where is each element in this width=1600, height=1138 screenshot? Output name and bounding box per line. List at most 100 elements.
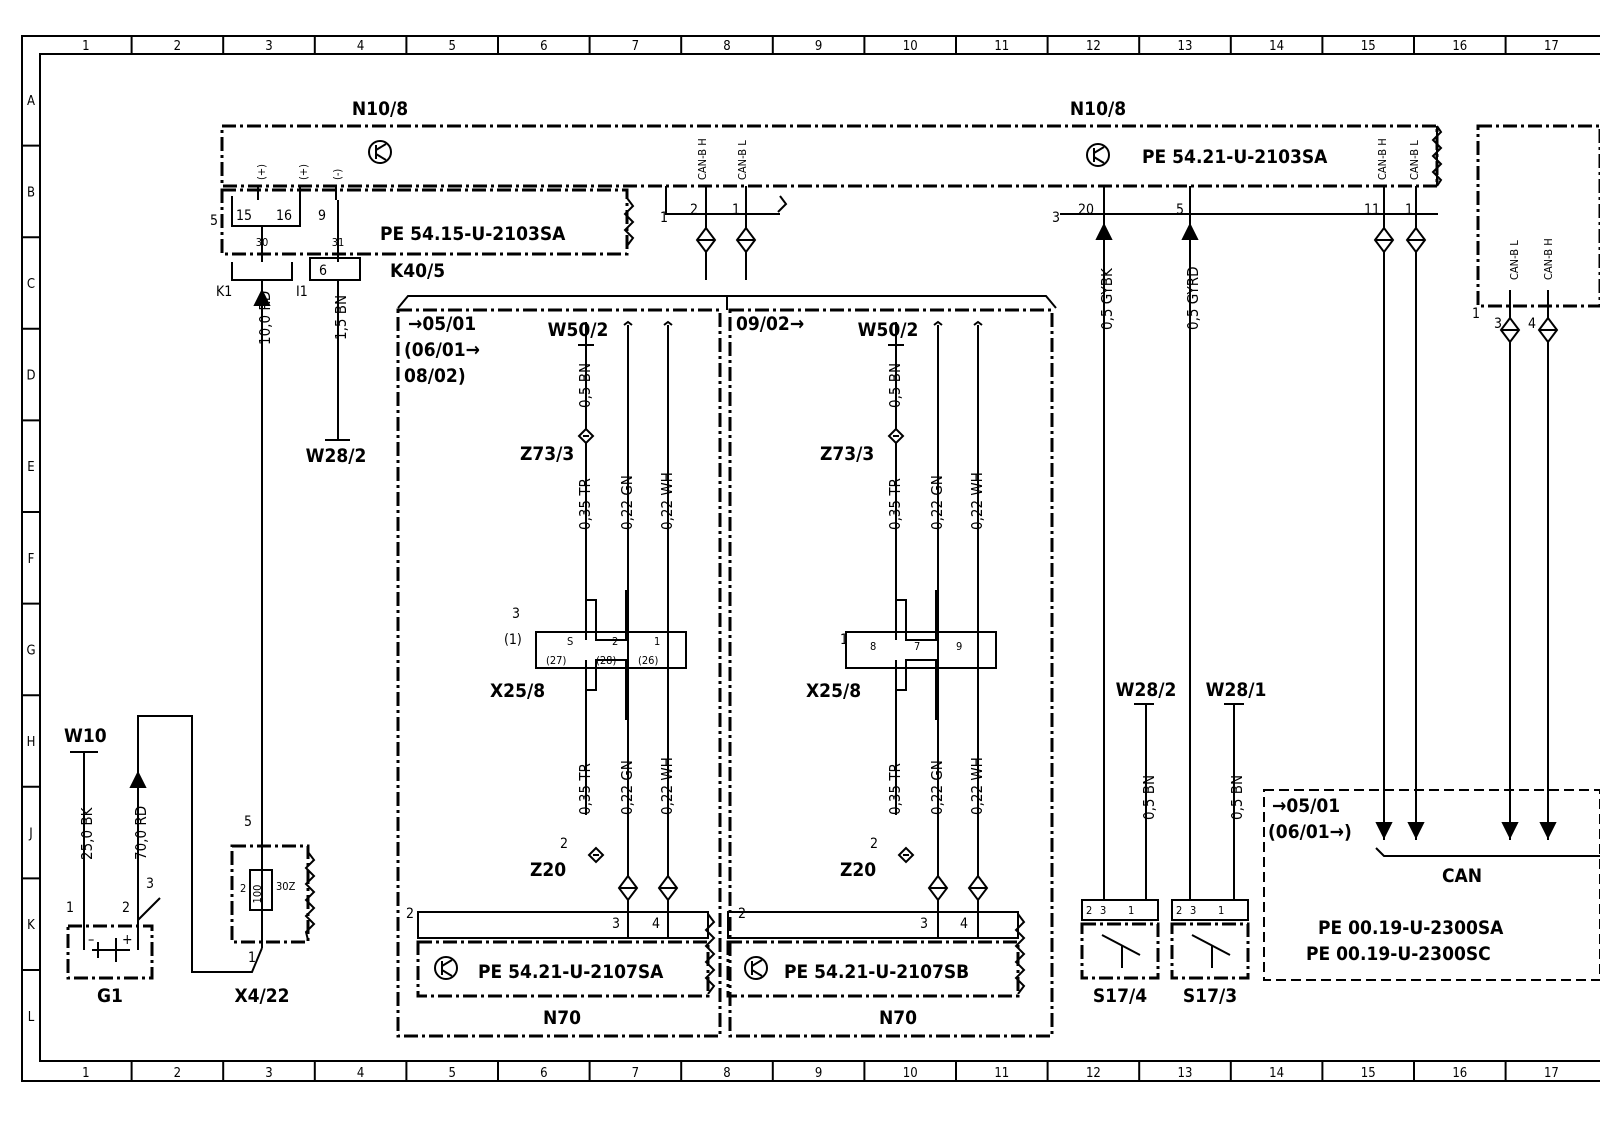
pin-1-g1: 1	[66, 900, 74, 916]
pin-plus-1: (+)	[255, 164, 268, 180]
row-letter: J	[28, 827, 32, 842]
col-number-top: 6	[540, 39, 547, 54]
date-range-left-b: (06/01→	[404, 339, 480, 361]
wire-1-5-bn: 1,5 BN	[332, 295, 350, 340]
wire-0-35-tr-a2: 0,35 TR	[576, 763, 594, 815]
pin-2-n70b: 2	[738, 906, 746, 922]
col-number-bottom: 11	[994, 1066, 1009, 1081]
pin-4-n70a: 4	[652, 916, 660, 932]
fuse-100: 100	[251, 885, 264, 904]
col-number-bottom: 12	[1086, 1066, 1101, 1081]
col-number-bottom: 7	[632, 1066, 639, 1081]
pin-3-r: 3	[1052, 210, 1060, 226]
wire-70-0-rd: 70,0 RD	[132, 806, 150, 860]
wire-10-0-rd: 10,0 RD	[256, 291, 274, 345]
ref-pe-00-19-2300sa: PE 00.19-U-2300SA	[1318, 917, 1504, 939]
pin-i1: I1	[296, 284, 308, 300]
pin-2-x25a: 2	[612, 635, 618, 648]
col-number-bottom: 15	[1361, 1066, 1376, 1081]
pin-plus-2: (+)	[297, 164, 310, 180]
pin-5: 5	[210, 213, 218, 229]
col-number-top: 15	[1361, 39, 1376, 54]
g1-label: G1	[97, 985, 123, 1007]
col-number-bottom: 3	[265, 1066, 272, 1081]
pin-26: (26)	[638, 654, 658, 667]
col-number-bottom: 16	[1452, 1066, 1467, 1081]
w50-2-label-b: W50/2	[858, 319, 919, 341]
col-number-top: 3	[265, 39, 272, 54]
pin-1-fr: 1	[1472, 306, 1480, 322]
row-letter: E	[27, 460, 34, 475]
pin-7-x25b: 7	[914, 640, 920, 653]
date-range-right-a: →05/01	[1272, 795, 1340, 817]
col-number-top: 17	[1544, 39, 1559, 54]
pin-3-g1: 3	[146, 876, 154, 892]
pin-1-b: 1	[732, 202, 740, 218]
wire-gybk: 0,5 GYBK	[1098, 267, 1116, 330]
wire-0-35-tr-b1: 0,35 TR	[886, 478, 904, 530]
battery-plus: +	[122, 932, 133, 948]
wire-0-5-bn-s17-3: 0,5 BN	[1228, 775, 1246, 820]
k40-5-label: K40/5	[390, 260, 445, 282]
pin-3-s17-3: 3	[1190, 904, 1196, 917]
ref-pe-54-15-2103sa: PE 54.15-U-2103SA	[380, 223, 566, 245]
date-range-right-b: (06/01→)	[1268, 821, 1352, 843]
wire-0-22-wh-a1: 0,22 WH	[658, 472, 676, 530]
pin-2-x4: 2	[240, 882, 246, 895]
date-range-left-a: →05/01	[408, 313, 476, 335]
col-number-bottom: 6	[540, 1066, 547, 1081]
wire-0-22-gn-b2: 0,22 GN	[928, 760, 946, 815]
z20-label-a: Z20	[530, 859, 566, 881]
pin-9-x25b: 9	[956, 640, 962, 653]
pin-11: 11	[1364, 202, 1380, 218]
ref-pe-2107sa: PE 54.21-U-2107SA	[478, 961, 664, 983]
pin-2-g1: 2	[122, 900, 130, 916]
wire-0-22-wh-b2: 0,22 WH	[968, 757, 986, 815]
pin-4-n70b: 4	[960, 916, 968, 932]
pin-2-s17-4: 2	[1086, 904, 1092, 917]
pin-1-paren-a: (1)	[504, 632, 522, 648]
pin-4-fr: 4	[1528, 316, 1536, 332]
pin-2-z20b: 2	[870, 836, 878, 852]
date-range-left-c: 08/02)	[404, 365, 466, 387]
pin-1-s17-4: 1	[1128, 904, 1134, 917]
s17-3-label: S17/3	[1183, 985, 1237, 1007]
pin-28: (28)	[596, 654, 616, 667]
col-number-top: 9	[815, 39, 822, 54]
col-number-bottom: 1	[82, 1066, 89, 1081]
row-letter: C	[27, 277, 35, 292]
pin-1-x25a: 1	[654, 635, 660, 648]
col-number-bottom: 14	[1269, 1066, 1284, 1081]
pin-1-a: 1	[660, 210, 668, 226]
pin-2-s17-3: 2	[1176, 904, 1182, 917]
x4-22-label: X4/22	[234, 985, 289, 1007]
label-layer: 1122334455667788991010111112121313141415…	[26, 39, 1558, 1081]
z20-label-b: Z20	[840, 859, 876, 881]
col-number-top: 4	[357, 39, 364, 54]
wire-25-0-bk: 25,0 BK	[78, 806, 96, 860]
col-number-bottom: 13	[1178, 1066, 1193, 1081]
pin-20: 20	[1078, 202, 1094, 218]
pin-can-bh-3: CAN-B H	[1542, 238, 1555, 280]
can-bus-label: CAN	[1442, 865, 1482, 887]
wire-gyrd: 0,5 GYRD	[1184, 267, 1202, 330]
ref-pe-54-21-2103sa: PE 54.21-U-2103SA	[1142, 146, 1328, 168]
col-number-top: 13	[1178, 39, 1193, 54]
col-number-bottom: 2	[174, 1066, 181, 1081]
n70-label-b: N70	[879, 1007, 917, 1029]
pin-6: 6	[319, 263, 327, 279]
col-number-top: 5	[448, 39, 455, 54]
col-number-bottom: 10	[903, 1066, 918, 1081]
w28-2-top-label: W28/2	[306, 445, 367, 467]
wire-0-5-bn-s17-4: 0,5 BN	[1140, 775, 1158, 820]
row-letter: F	[28, 552, 35, 567]
pin-3-s17-4: 3	[1100, 904, 1106, 917]
w28-2-bottom-label: W28/2	[1116, 679, 1177, 701]
col-number-top: 7	[632, 39, 639, 54]
row-letter: K	[27, 918, 35, 933]
pin-3-fr: 3	[1494, 316, 1502, 332]
col-number-top: 1	[82, 39, 89, 54]
pin-can-bl-2: CAN-B L	[1408, 140, 1421, 180]
row-letter: B	[27, 185, 35, 200]
pin-8-x25b: 8	[870, 640, 876, 653]
